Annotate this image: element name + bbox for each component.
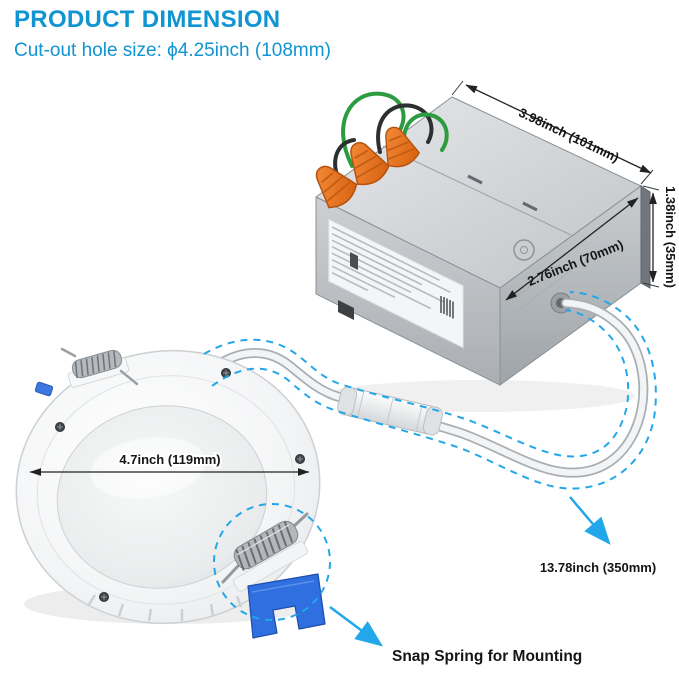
box-right-flange [640, 185, 651, 289]
wire-nuts [315, 126, 421, 209]
spring-arms [221, 512, 309, 584]
snap-spring-arrow [329, 605, 384, 647]
box-depth-dim-line [505, 197, 639, 301]
screw-icon [55, 422, 65, 432]
wire-nut-icon [385, 126, 421, 168]
box-height-label: 1.38inch (35mm) [663, 186, 678, 288]
snap-spring-highlight-circle [213, 503, 331, 621]
cable-length-label: 13.78inch (350mm) [540, 560, 656, 575]
snap-spring-label: Snap Spring for Mounting [392, 648, 582, 665]
spring-coil [233, 520, 299, 571]
spring-arms [60, 347, 139, 386]
box-length-dim-line [465, 84, 652, 174]
clip-edge-highlight [251, 580, 315, 593]
spec-label [328, 218, 464, 349]
dome-highlight [90, 437, 206, 499]
box-height-extension-lines [642, 185, 660, 288]
cable-dash-upper [203, 309, 630, 458]
blue-latch [34, 381, 54, 397]
cable-length-arrow [569, 496, 611, 545]
spring-coil [71, 349, 123, 379]
connector-cable [205, 298, 649, 478]
spec-label-text-lines [331, 226, 451, 310]
black-wire [376, 103, 434, 154]
snap-spring-bottom [221, 512, 326, 639]
screw-icon [295, 454, 305, 464]
page-title: PRODUCT DIMENSION [14, 6, 281, 33]
header: PRODUCT DIMENSION Cut-out hole size: ϕ4.… [14, 6, 331, 62]
inline-connector [337, 386, 443, 436]
downlight [15, 347, 326, 639]
snap-spring-top [34, 347, 139, 397]
wire-nut-icon [350, 141, 390, 186]
knockout-hole [338, 300, 354, 320]
cable-core [206, 299, 647, 476]
blue-mounting-clip [247, 573, 326, 639]
wire-nut-icon [315, 165, 358, 209]
cable-highlight-dashed [203, 291, 657, 490]
wiring-slot [350, 252, 358, 270]
screw-icon [99, 592, 109, 602]
green-wire-2 [401, 112, 449, 152]
rim-tabs [86, 594, 243, 622]
cutout-size-subtitle: Cut-out hole size: ϕ4.25inch (108mm) [14, 40, 331, 61]
light-diameter-label: 4.7inch (119mm) [119, 452, 220, 467]
spec-label-barcode [440, 296, 454, 319]
cable-dash-lower [211, 291, 657, 490]
green-wire [341, 91, 406, 168]
